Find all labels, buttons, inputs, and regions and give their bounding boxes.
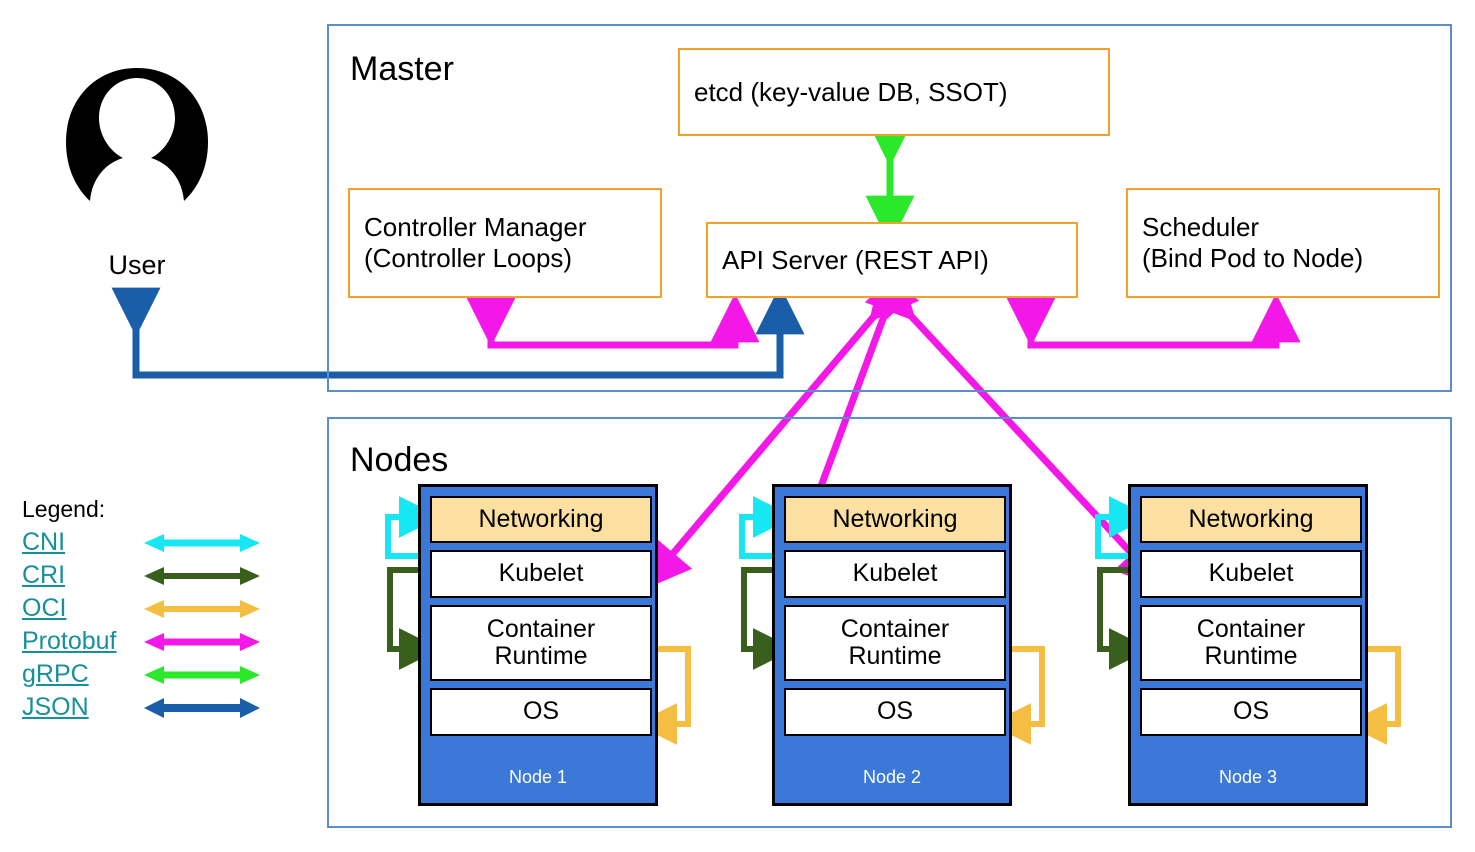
node-2-os[interactable]: OS — [784, 688, 1006, 736]
user-avatar-icon — [66, 68, 208, 201]
node-1-os[interactable]: OS — [430, 688, 652, 736]
legend-label-cni[interactable]: CNI — [22, 528, 66, 556]
master-group-title: Master — [350, 50, 454, 88]
legend-row-cni[interactable]: CNI — [22, 526, 282, 559]
legend-label-cri[interactable]: CRI — [22, 561, 66, 589]
etcd-box[interactable]: etcd (key-value DB, SSOT) — [678, 48, 1110, 136]
user-label: User — [108, 250, 166, 280]
node-2-kubelet[interactable]: Kubelet — [784, 550, 1006, 598]
legend-row-oci[interactable]: OCI — [22, 592, 282, 625]
master-group — [327, 24, 1452, 392]
node-1-kubelet[interactable]: Kubelet — [430, 550, 652, 598]
nodes-group — [327, 417, 1452, 828]
legend-row-json[interactable]: JSON — [22, 691, 282, 724]
scheduler-box[interactable]: Scheduler (Bind Pod to Node) — [1126, 188, 1440, 298]
legend-arrow-json — [144, 697, 260, 718]
legend: Legend: CNI CRI OCI — [22, 496, 282, 724]
node-card-2[interactable]: Networking Kubelet Container Runtime OS … — [772, 484, 1012, 806]
legend-label-protobuf[interactable]: Protobuf — [22, 627, 117, 655]
node-2-label: Node 2 — [862, 767, 922, 787]
legend-label-grpc[interactable]: gRPC — [22, 660, 89, 688]
node-3-kubelet[interactable]: Kubelet — [1140, 550, 1362, 598]
node-1-container-runtime[interactable]: Container Runtime — [430, 605, 652, 681]
legend-arrow-protobuf — [144, 632, 260, 651]
legend-row-protobuf[interactable]: Protobuf — [22, 625, 282, 658]
controller-manager-box[interactable]: Controller Manager (Controller Loops) — [348, 188, 662, 298]
legend-arrow-oci — [144, 599, 260, 618]
node-2-networking[interactable]: Networking — [784, 496, 1006, 543]
node-3-container-runtime[interactable]: Container Runtime — [1140, 605, 1362, 681]
legend-label-json[interactable]: JSON — [22, 693, 89, 721]
legend-arrow-cri — [144, 566, 260, 585]
node-1-networking[interactable]: Networking — [430, 496, 652, 543]
node-3-label: Node 3 — [1218, 767, 1278, 787]
node-2-container-runtime[interactable]: Container Runtime — [784, 605, 1006, 681]
legend-label-oci[interactable]: OCI — [22, 594, 67, 622]
node-1-label: Node 1 — [508, 767, 568, 787]
nodes-group-title: Nodes — [350, 441, 449, 479]
api-server-box[interactable]: API Server (REST API) — [706, 222, 1078, 298]
legend-row-cri[interactable]: CRI — [22, 559, 282, 592]
legend-arrow-grpc — [144, 665, 260, 684]
legend-arrow-cni — [144, 533, 260, 552]
node-3-networking[interactable]: Networking — [1140, 496, 1362, 543]
node-card-1[interactable]: Networking Kubelet Container Runtime OS … — [418, 484, 658, 806]
node-card-3[interactable]: Networking Kubelet Container Runtime OS … — [1128, 484, 1368, 806]
legend-row-grpc[interactable]: gRPC — [22, 658, 282, 691]
node-3-os[interactable]: OS — [1140, 688, 1362, 736]
legend-title: Legend: — [22, 496, 106, 522]
